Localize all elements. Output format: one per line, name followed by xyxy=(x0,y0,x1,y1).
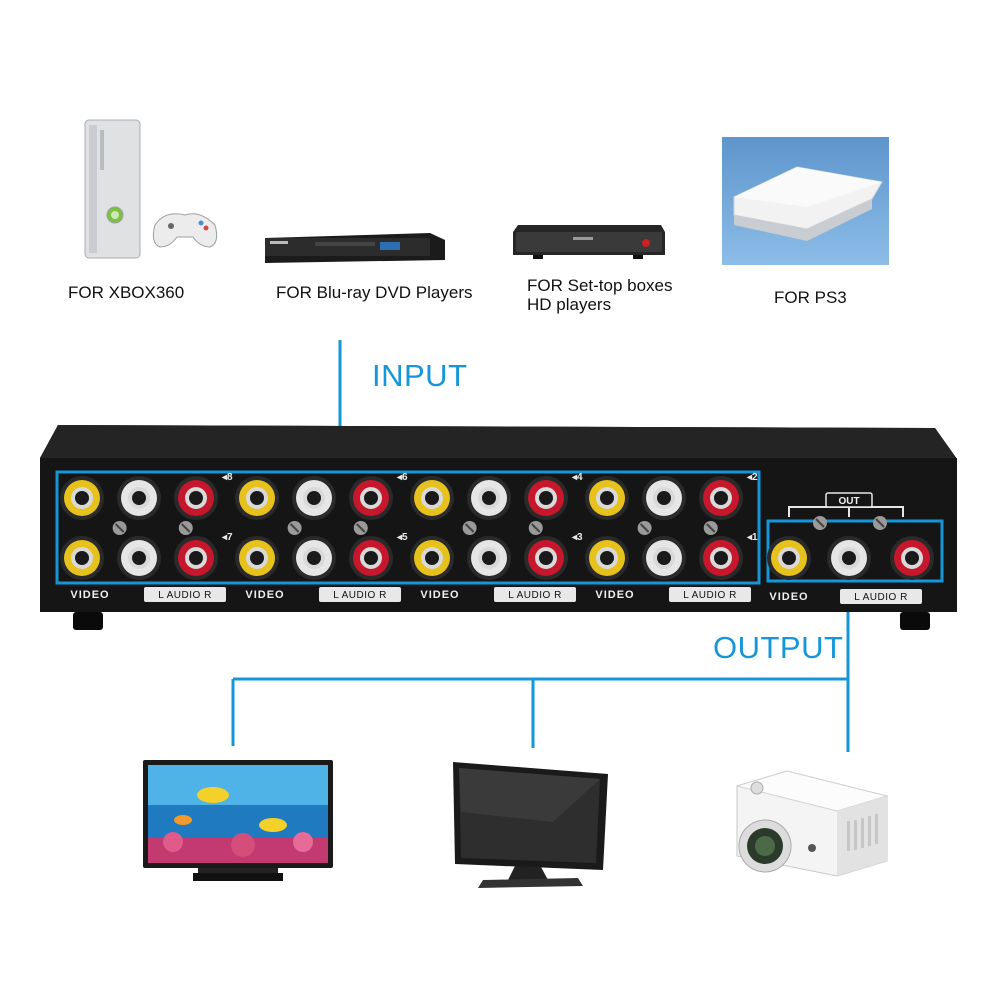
screw-icon xyxy=(873,516,887,530)
audio-label: L AUDIO R xyxy=(508,590,562,601)
input-number-label: ◂5 xyxy=(396,532,408,543)
video-label: VIDEO xyxy=(420,589,459,601)
input-8-audio-left-jack xyxy=(117,476,161,520)
set-top-box-image xyxy=(513,225,665,259)
input-number-label: ◂8 xyxy=(221,472,233,483)
input-4-audio-right-jack xyxy=(524,476,568,520)
video-label: VIDEO xyxy=(769,591,808,603)
input-7-audio-right-jack xyxy=(174,536,218,580)
television-image xyxy=(143,760,333,881)
input-1-audio-left-jack xyxy=(642,536,686,580)
ps3-image xyxy=(722,137,889,265)
input-number-label: ◂2 xyxy=(746,472,758,483)
input-3-audio-right-jack xyxy=(524,536,568,580)
input-6-audio-right-jack xyxy=(349,476,393,520)
input-number-label: ◂6 xyxy=(396,472,408,483)
input-2-audio-left-jack xyxy=(642,476,686,520)
input-2-audio-right-jack xyxy=(699,476,743,520)
input-5-audio-left-jack xyxy=(292,536,336,580)
audio-label: L AUDIO R xyxy=(158,590,212,601)
output-label: OUTPUT xyxy=(713,630,844,665)
video-label: VIDEO xyxy=(595,589,634,601)
source-caption-dvd: FOR Blu-ray DVD Players xyxy=(276,283,473,302)
input-4-audio-left-jack xyxy=(467,476,511,520)
input-number-label: ◂1 xyxy=(746,532,758,543)
audio-label: L AUDIO R xyxy=(854,592,908,603)
input-7-video-jack xyxy=(60,536,104,580)
svg-text:OUT: OUT xyxy=(838,496,859,507)
output-video-jack xyxy=(767,536,811,580)
input-2-video-jack xyxy=(585,476,629,520)
input-4-video-jack xyxy=(410,476,454,520)
screw-icon xyxy=(178,521,193,535)
output-audio-left-jack xyxy=(827,536,871,580)
out-label: OUT xyxy=(838,496,859,507)
audio-label: L AUDIO R xyxy=(683,590,737,601)
audio-label: L AUDIO R xyxy=(333,590,387,601)
screw-icon xyxy=(462,521,477,535)
screw-icon xyxy=(287,521,302,535)
source-caption-xbox360: FOR XBOX360 xyxy=(68,283,185,302)
input-1-video-jack xyxy=(585,536,629,580)
xbox360-image xyxy=(84,119,218,259)
video-label: VIDEO xyxy=(245,589,284,601)
projector-image xyxy=(735,770,889,877)
input-number-label: ◂7 xyxy=(221,532,233,543)
source-caption-set-top: FOR Set-top boxes HD players xyxy=(527,276,673,314)
dvd-player-image xyxy=(265,233,445,263)
flat-screen-tv-image xyxy=(453,762,608,888)
input-label: INPUT xyxy=(372,358,468,393)
input-3-video-jack xyxy=(410,536,454,580)
screw-icon xyxy=(637,521,652,535)
input-7-audio-left-jack xyxy=(117,536,161,580)
input-number-label: ◂3 xyxy=(571,532,583,543)
screw-icon xyxy=(813,516,827,530)
screw-icon xyxy=(112,521,127,535)
input-8-video-jack xyxy=(60,476,104,520)
input-5-audio-right-jack xyxy=(349,536,393,580)
input-1-audio-right-jack xyxy=(699,536,743,580)
input-6-audio-left-jack xyxy=(292,476,336,520)
input-number-label: ◂4 xyxy=(571,472,583,483)
screw-icon xyxy=(528,521,543,535)
screw-icon xyxy=(353,521,368,535)
input-5-video-jack xyxy=(235,536,279,580)
input-3-audio-left-jack xyxy=(467,536,511,580)
input-8-audio-right-jack xyxy=(174,476,218,520)
screw-icon xyxy=(703,521,718,535)
output-audio-right-jack xyxy=(890,536,934,580)
source-caption-ps3: FOR PS3 xyxy=(774,288,847,307)
video-label: VIDEO xyxy=(70,589,109,601)
input-6-video-jack xyxy=(235,476,279,520)
